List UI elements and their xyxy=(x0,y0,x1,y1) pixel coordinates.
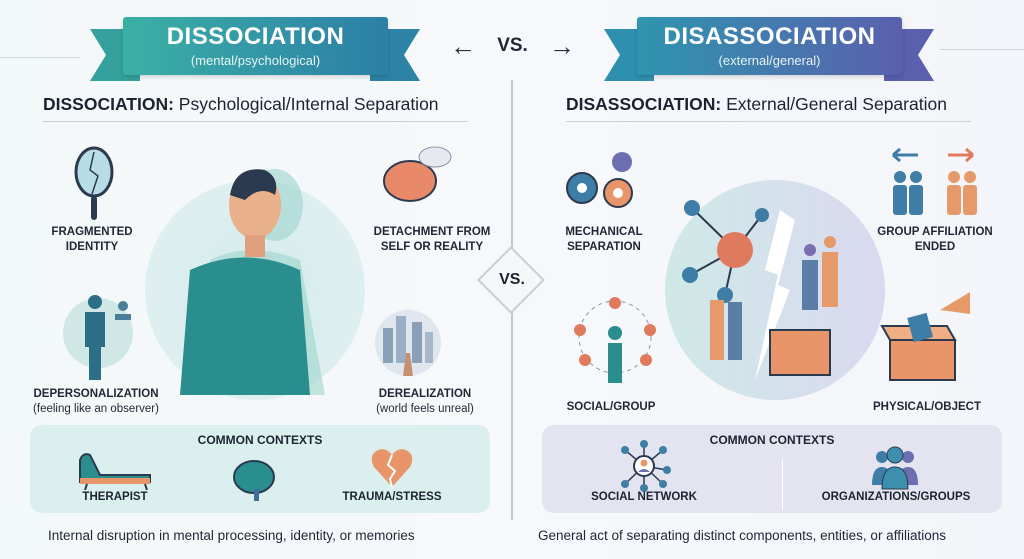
vs-header: ← VS. → xyxy=(450,30,575,61)
context-social-network: SOCIAL NETWORK xyxy=(591,491,697,503)
right-heading: DISASSOCIATION: External/General Separat… xyxy=(566,94,947,114)
right-common-contexts: COMMON CONTEXTS SOCIAL NETWORK ORGANIZAT… xyxy=(542,425,1002,513)
banner-title: DISASSOCIATION xyxy=(663,23,876,50)
person-figure-icon xyxy=(180,169,325,395)
arrow-right-icon: → xyxy=(549,30,575,61)
banner-title: DISSOCIATION xyxy=(166,23,345,50)
box-icon xyxy=(880,292,970,381)
center-vs-label: VS. xyxy=(499,271,525,288)
group-split-icon xyxy=(892,147,977,215)
left-caption: Internal disruption in mental processing… xyxy=(48,528,415,543)
brain-icon xyxy=(233,460,275,501)
context-trauma-stress: TRAUMA/STRESS xyxy=(342,491,442,503)
blurry-city-icon xyxy=(375,310,441,376)
arrow-left-icon: ← xyxy=(450,30,476,61)
vs-label: VS. xyxy=(497,35,528,56)
social-circle-icon xyxy=(574,297,656,383)
context-organizations-groups: ORGANIZATIONS/GROUPS xyxy=(821,491,971,503)
couch-icon xyxy=(79,453,151,490)
observer-person-icon xyxy=(85,295,131,380)
molecule-split-icon xyxy=(682,200,838,380)
people-group-icon xyxy=(872,446,918,490)
left-heading: DISSOCIATION: Psychological/Internal Sep… xyxy=(43,94,439,114)
right-caption: General act of separating distinct compo… xyxy=(538,528,946,543)
item-depersonalization: DEPERSONALIZATION(feeling like an observ… xyxy=(33,388,159,415)
gears-icon xyxy=(566,152,633,208)
disassociation-banner: DISASSOCIATION (external/general) xyxy=(604,15,934,85)
left-common-contexts: COMMON CONTEXTS THERAPIST TRAUMA/STRESS xyxy=(30,425,490,513)
decor-line xyxy=(940,49,1024,50)
item-social-group: SOCIAL/GROUP xyxy=(566,401,656,413)
item-derealization: DEREALIZATION(world feels unreal) xyxy=(376,388,474,415)
divider xyxy=(782,460,783,510)
contexts-heading: COMMON CONTEXTS xyxy=(197,433,323,447)
dissociation-banner: DISSOCIATION (mental/psychological) xyxy=(90,15,420,85)
banner-subtitle: (mental/psychological) xyxy=(190,53,321,68)
divider xyxy=(43,121,468,122)
context-therapist: THERAPIST xyxy=(82,491,148,503)
decor-line xyxy=(0,57,80,58)
cracked-mirror-icon xyxy=(74,146,114,220)
contexts-heading: COMMON CONTEXTS xyxy=(709,433,835,447)
network-icon xyxy=(621,440,671,492)
brain-cloud-icon xyxy=(383,146,452,202)
divider xyxy=(566,121,971,122)
item-physical-object: PHYSICAL/OBJECT xyxy=(873,401,981,413)
banner-subtitle: (external/general) xyxy=(718,53,821,68)
broken-heart-icon xyxy=(371,449,413,488)
